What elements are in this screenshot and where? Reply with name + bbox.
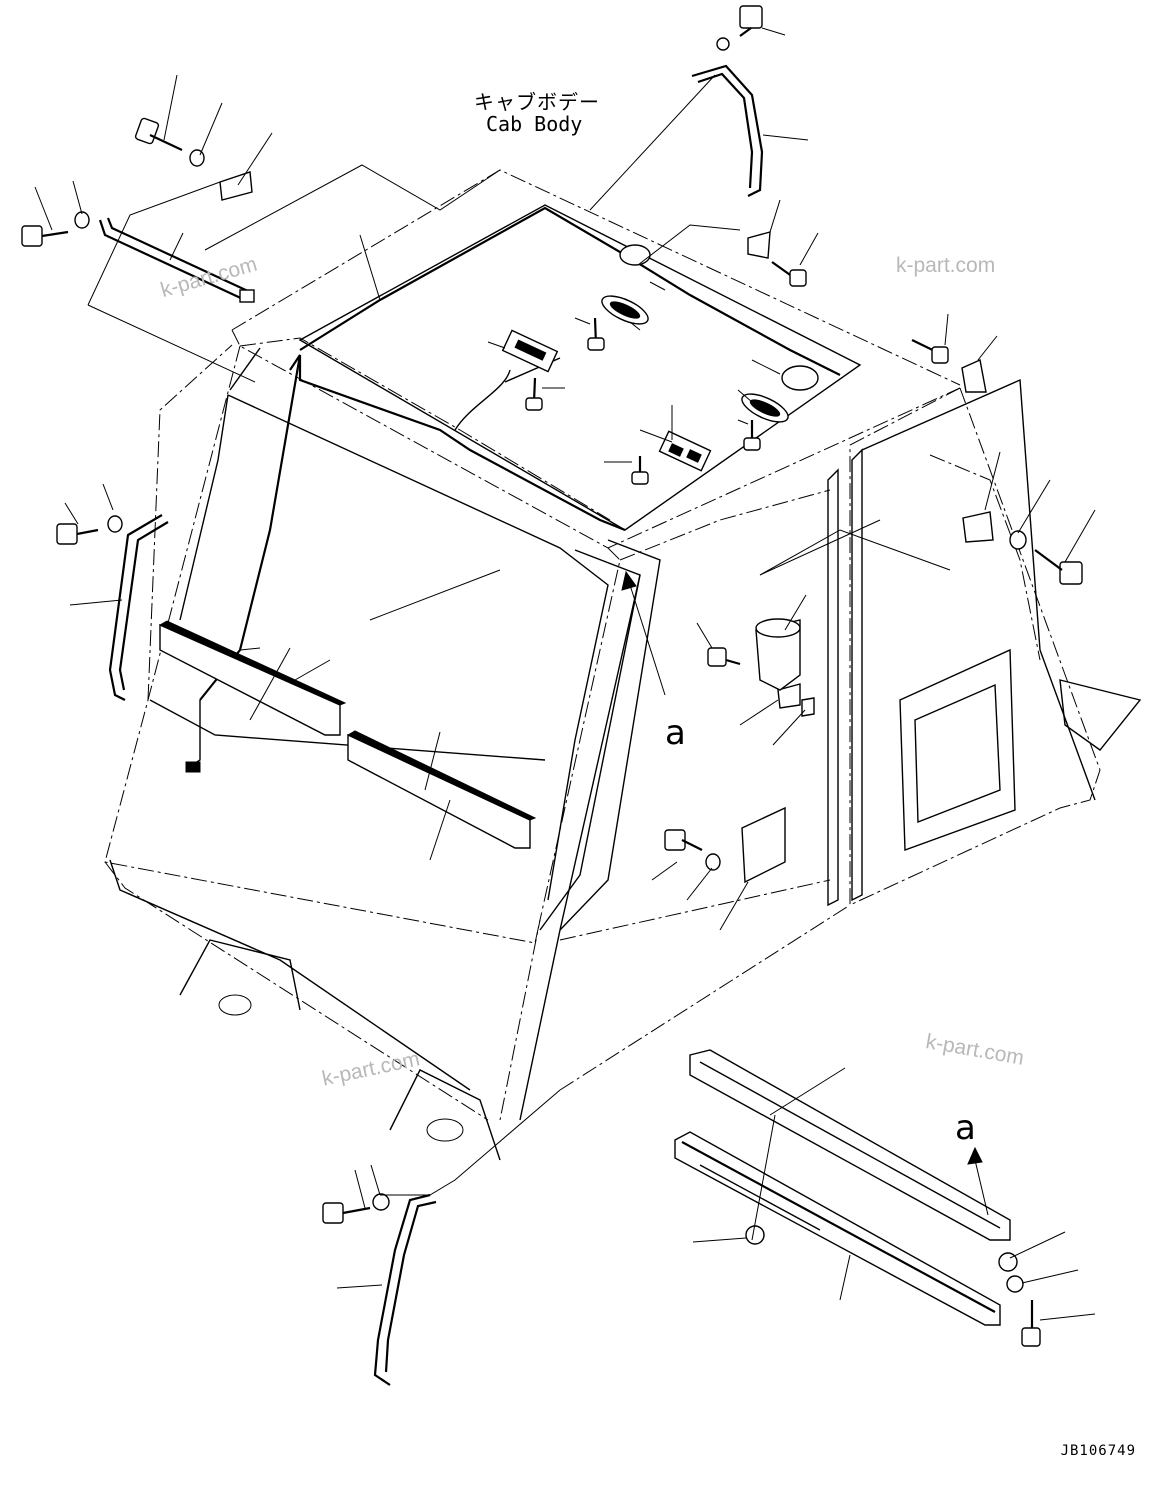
cover-plate (741, 806, 786, 884)
roof-panel (298, 204, 862, 532)
bolt-1 (134, 117, 183, 151)
speaker-1 (601, 244, 651, 325)
diagram-title-japanese: キャブボデー (474, 90, 600, 114)
bolt-10 (322, 1202, 371, 1224)
switch-panel (658, 430, 712, 472)
rail-upper (689, 1049, 1011, 1241)
bolt-3 (56, 523, 99, 545)
diagram-title-english: Cab Body (486, 112, 583, 136)
bolt-2 (21, 225, 69, 247)
speaker-2 (741, 365, 819, 423)
rail-lower (674, 1131, 1001, 1326)
handle-left-side (108, 514, 169, 701)
pillars (519, 378, 1142, 1121)
handle-bottom (373, 1193, 437, 1386)
front-cover-upper (158, 620, 347, 736)
front-window-frame (179, 347, 609, 901)
bolt-8 (707, 647, 741, 667)
bolt-9 (664, 829, 703, 851)
reference-letter-a-2: a (955, 1108, 976, 1148)
brackets (219, 171, 994, 717)
front-cover-lower (346, 730, 537, 849)
bolt-6 (911, 339, 949, 364)
cup-holder (755, 618, 801, 691)
leader-lines (34, 27, 1096, 1321)
bolt-4 (739, 5, 763, 37)
roof-bolts (525, 317, 761, 485)
bolt-7 (1034, 549, 1083, 585)
reference-letter-a-1: a (665, 713, 686, 753)
drawing-code: JB106749 (1060, 1443, 1136, 1459)
bolt-5 (771, 261, 807, 287)
room-lamp-1 (501, 329, 559, 373)
handle-top-right (691, 64, 764, 197)
handle-top-left (98, 217, 255, 303)
watermark-2: k-part.com (896, 254, 996, 277)
cab-body-outline (104, 169, 1101, 1121)
bolt-11 (1021, 1300, 1041, 1347)
